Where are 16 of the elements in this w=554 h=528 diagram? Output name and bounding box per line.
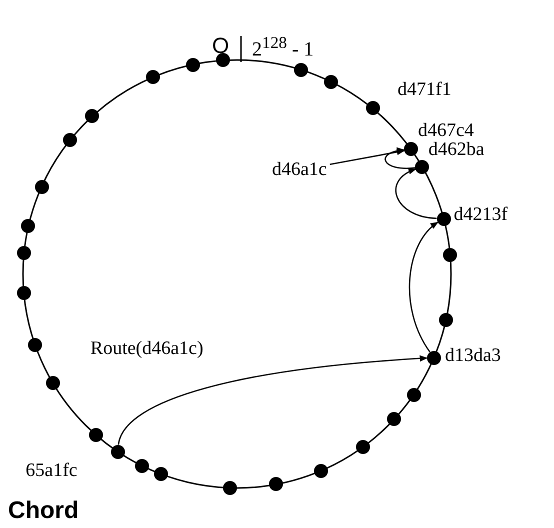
lookup-arrow (330, 148, 405, 166)
lookup-arrow (384, 148, 416, 169)
lookup-arrow (395, 168, 437, 220)
lookup-arrow (408, 222, 438, 352)
node-label: d471f1 (398, 80, 452, 100)
lookup-arrow (118, 355, 428, 445)
node-label: 65a1fc (26, 460, 78, 481)
node-label: d4213f (454, 204, 508, 225)
node-label: d46a1c (272, 160, 327, 180)
node-label: d462ba (428, 140, 484, 160)
node-label: d13da3 (444, 346, 501, 366)
origin-label: O (212, 33, 230, 59)
node-label: d467c4 (418, 121, 474, 142)
max-id-label: 2$^{128}$ - 1 (252, 33, 314, 62)
edge-label: Route(d46a1c) (89, 338, 204, 359)
caption: Chord (8, 497, 79, 525)
